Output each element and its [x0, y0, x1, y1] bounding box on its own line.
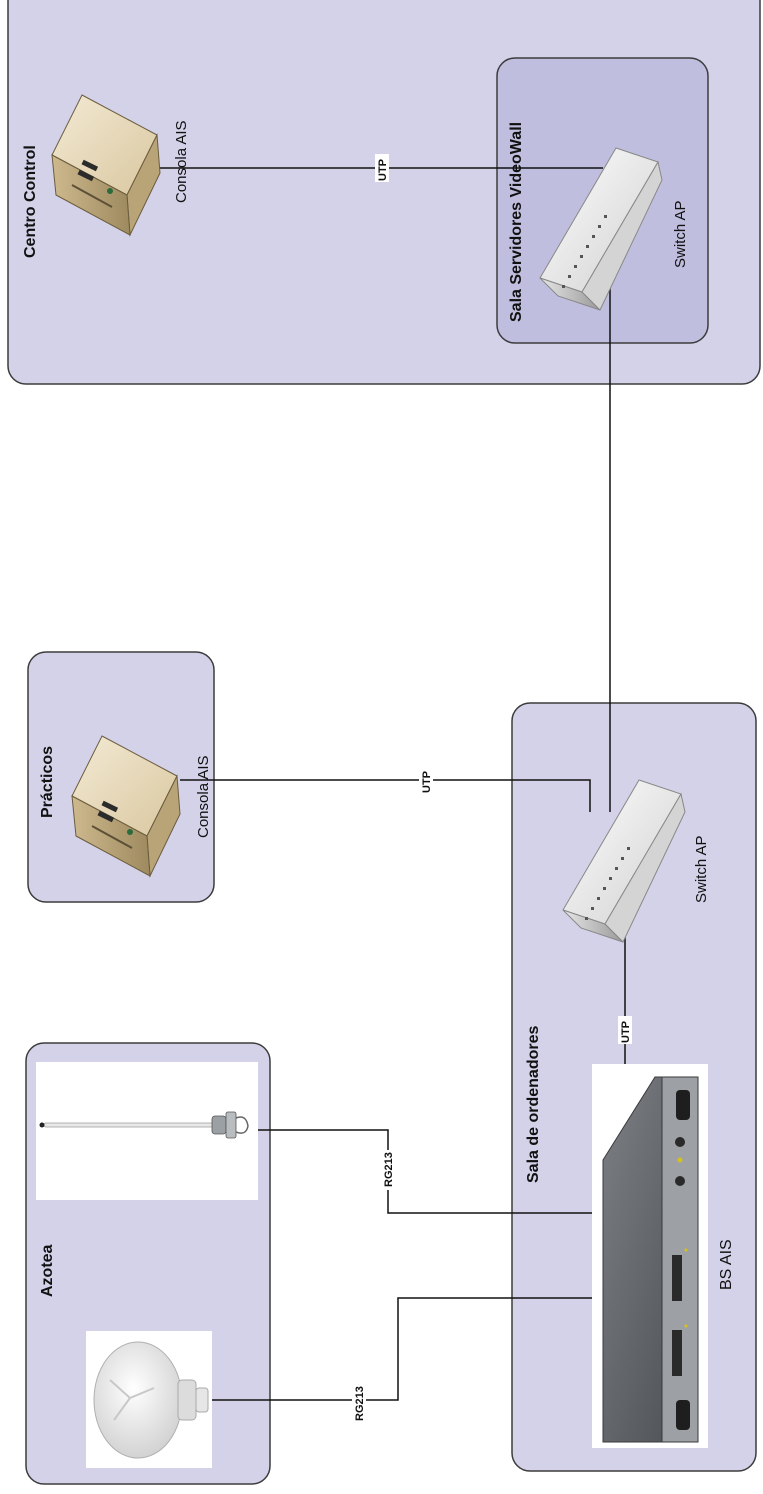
gps-antenna-icon: [86, 1331, 212, 1468]
cable-rg213-antenna: RG213: [256, 1129, 598, 1214]
server-tower-icon: [51, 94, 161, 237]
cable-label-rg213-antenna: RG213: [383, 1152, 395, 1187]
group-label-sala-ordenadores: Sala de ordenadores: [525, 1026, 542, 1183]
network-switch-icon: [562, 779, 686, 943]
device-label-bs-ais: BS AIS: [718, 1239, 735, 1290]
device-label-consola-practicos: Consola AIS: [195, 755, 212, 838]
group-label-centro-control: Centro Control: [22, 145, 39, 258]
cable-label-utp-practicos: UTP: [421, 771, 433, 793]
device-label-switch-ordenadores: Switch AP: [693, 835, 710, 903]
vhf-antenna-icon: [36, 1062, 258, 1200]
network-switch-icon: [539, 147, 663, 311]
cable-utp-centro: UTP: [155, 154, 603, 182]
cable-label-utp-centro: UTP: [377, 159, 389, 181]
cable-label-utp-bs: UTP: [620, 1021, 632, 1043]
group-label-practicos: Prácticos: [39, 746, 56, 818]
device-label-consola-centro: Consola AIS: [173, 120, 190, 203]
ais-base-station-icon: [592, 1064, 708, 1448]
cable-label-rg213-gps: RG213: [354, 1386, 366, 1421]
device-label-switch-centro: Switch AP: [672, 200, 689, 268]
cable-utp-practicos: UTP: [180, 766, 591, 812]
group-label-azotea: Azotea: [39, 1244, 56, 1297]
group-label-sala-servidores: Sala Servidores VideoWall: [508, 122, 525, 322]
cable-rg213-gps: RG213: [212, 1297, 598, 1424]
server-tower-icon: [71, 735, 181, 878]
